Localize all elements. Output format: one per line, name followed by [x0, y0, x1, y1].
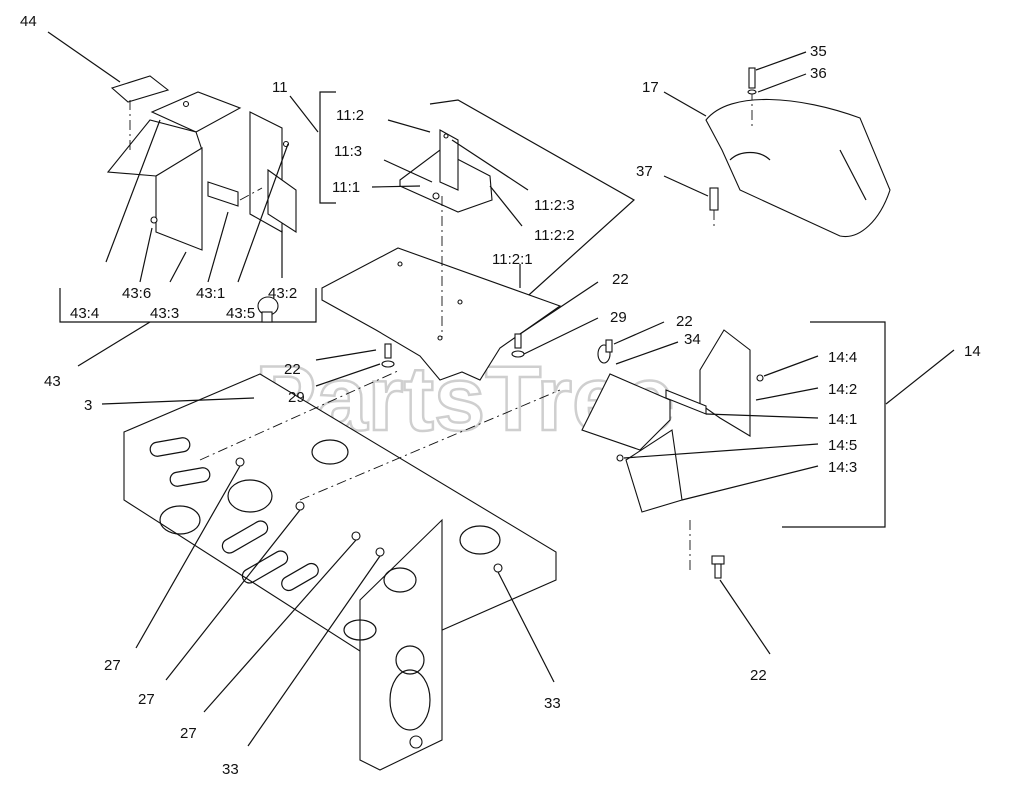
callout-35: 35 [810, 43, 827, 60]
callout-43-6: 43:6 [122, 285, 151, 302]
floor-plate [321, 196, 562, 381]
callout-43-3: 43:3 [150, 305, 179, 322]
group-bracket-11 [319, 91, 336, 204]
callout-27-c: 27 [180, 725, 197, 742]
callout-17: 17 [642, 79, 659, 96]
callout-22-d: 22 [750, 667, 767, 684]
callout-14: 14 [964, 343, 981, 360]
hardware-22-29-center [381, 333, 525, 368]
callout-11-3: 11:3 [334, 143, 362, 160]
callout-22-b: 22 [612, 271, 629, 288]
callout-43: 43 [44, 373, 61, 390]
callout-33-a: 33 [544, 695, 561, 712]
callout-29-a: 29 [288, 389, 305, 406]
callout-27-a: 27 [104, 657, 121, 674]
callout-43-1: 43:1 [196, 285, 225, 302]
bracket-plate [581, 373, 683, 513]
main-chassis-frame [123, 369, 561, 771]
callout-14-5: 14:5 [828, 437, 857, 454]
callout-43-2: 43:2 [268, 285, 297, 302]
leader-lines [47, 31, 955, 747]
callout-11: 11 [272, 79, 288, 96]
assembly-11-plate [399, 99, 636, 313]
callout-36: 36 [810, 65, 827, 82]
callout-14-2: 14:2 [828, 381, 857, 398]
callout-27-b: 27 [138, 691, 155, 708]
callout-14-1: 14:1 [828, 411, 857, 428]
part-44-pad [110, 75, 170, 103]
callout-11-2: 11:2 [336, 107, 364, 124]
callout-34: 34 [684, 331, 701, 348]
callout-43-4: 43:4 [70, 305, 99, 322]
bolt-22-lower [689, 520, 725, 579]
part-3-knob [257, 296, 279, 323]
callout-22-a: 22 [284, 361, 301, 378]
group-bracket-43 [59, 288, 317, 323]
callout-11-2-3: 11:2:3 [534, 197, 575, 214]
callout-33-b: 33 [222, 761, 239, 778]
callout-11-2-2: 11:2:2 [534, 227, 575, 244]
callout-37: 37 [636, 163, 653, 180]
callout-29-b: 29 [610, 309, 627, 326]
callout-3: 3 [84, 397, 92, 414]
callout-22-c: 22 [676, 313, 693, 330]
assembly-43-bracket [106, 91, 297, 251]
assembly-14-bracket [616, 329, 764, 462]
callout-43-5: 43:5 [226, 305, 255, 322]
callout-11-1: 11:1 [332, 179, 360, 196]
callout-labels: 44 11 11:2 11:3 11:1 11:2:3 11:2:2 11:2:… [20, 13, 981, 778]
callout-14-4: 14:4 [828, 349, 857, 366]
group-bracket-14 [782, 321, 886, 528]
part-34-clamp [597, 339, 613, 364]
callout-44: 44 [20, 13, 37, 30]
callout-14-3: 14:3 [828, 459, 857, 476]
part-17-guard [705, 67, 891, 238]
callout-11-2-1: 11:2:1 [492, 251, 533, 268]
